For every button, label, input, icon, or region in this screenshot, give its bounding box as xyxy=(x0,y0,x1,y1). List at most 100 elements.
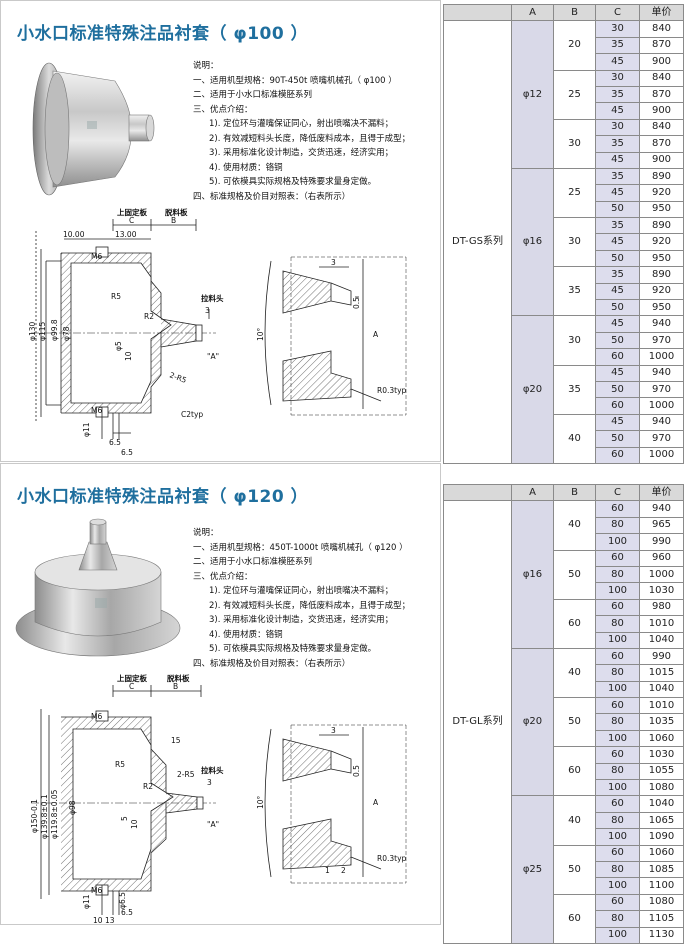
svg-text:1: 1 xyxy=(325,866,330,875)
svg-text:0.5: 0.5 xyxy=(352,765,361,777)
cell-c: 60 xyxy=(595,446,640,464)
svg-text:脱料板: 脱料板 xyxy=(165,207,188,217)
cell-b: 40 xyxy=(553,647,596,699)
cell-c: 80 xyxy=(595,615,640,633)
cell-price: 1080 xyxy=(639,893,684,912)
cell-price: 1010 xyxy=(639,615,684,633)
cell-b: 30 xyxy=(553,217,596,268)
svg-text:R0.3typ: R0.3typ xyxy=(377,854,407,863)
cell-c: 60 xyxy=(595,844,640,862)
cell-price: 890 xyxy=(639,217,684,235)
cell-c: 30 xyxy=(595,69,640,87)
svg-text:φ11: φ11 xyxy=(82,422,91,437)
cell-price: 980 xyxy=(639,598,684,617)
cell-c: 60 xyxy=(595,647,640,666)
cell-a: φ12 xyxy=(511,20,554,169)
svg-text:M6: M6 xyxy=(91,886,102,895)
svg-text:6.5: 6.5 xyxy=(109,438,121,447)
cell-price: 890 xyxy=(639,266,684,284)
cell-b: 35 xyxy=(553,364,596,415)
cell-price: 890 xyxy=(639,167,684,186)
cell-c: 45 xyxy=(595,233,640,251)
cell-price: 990 xyxy=(639,647,684,666)
cell-c: 50 xyxy=(595,331,640,350)
series-name: DT-GS系列 xyxy=(443,20,512,464)
description: 说明： 一、适用机型规格：90T-450t 喷嘴机械孔（ φ100 ） 二、适用… xyxy=(193,61,411,202)
cell-price: 900 xyxy=(639,53,684,71)
cell-c: 45 xyxy=(595,184,640,202)
cell-c: 100 xyxy=(595,729,640,748)
cell-b: 40 xyxy=(553,500,596,551)
svg-text:拉料头: 拉料头 xyxy=(201,293,224,303)
cell-c: 30 xyxy=(595,20,640,38)
svg-text:φ6.5: φ6.5 xyxy=(118,892,127,909)
cell-a: φ20 xyxy=(511,315,554,464)
cell-price: 1035 xyxy=(639,713,684,731)
cell-c: 60 xyxy=(595,697,640,715)
cell-price: 1030 xyxy=(639,582,684,600)
bushing-photo xyxy=(15,518,181,657)
cell-c: 35 xyxy=(595,36,640,55)
svg-text:C: C xyxy=(129,682,134,691)
cell-price: 920 xyxy=(639,282,684,301)
cell-b: 40 xyxy=(553,795,596,846)
cell-b: 60 xyxy=(553,598,596,649)
table-header xyxy=(443,483,512,502)
cell-price: 870 xyxy=(639,135,684,153)
cell-a: φ25 xyxy=(511,795,554,944)
svg-text:R5: R5 xyxy=(115,760,125,769)
cell-price: 1000 xyxy=(639,348,684,366)
cell-c: 80 xyxy=(595,860,640,879)
cell-price: 920 xyxy=(639,184,684,202)
cell-c: 35 xyxy=(595,85,640,104)
cell-c: 45 xyxy=(595,315,640,333)
svg-text:φ150-0.1: φ150-0.1 xyxy=(30,799,39,833)
cell-c: 45 xyxy=(595,364,640,382)
svg-text:φ11: φ11 xyxy=(82,894,91,909)
cell-c: 100 xyxy=(595,680,640,699)
cell-c: 50 xyxy=(595,249,640,268)
svg-text:上固定板: 上固定板 xyxy=(117,673,147,683)
cell-price: 1040 xyxy=(639,680,684,699)
cell-price: 1015 xyxy=(639,664,684,682)
cell-price: 1030 xyxy=(639,746,684,764)
cell-price: 840 xyxy=(639,69,684,87)
cell-c: 80 xyxy=(595,565,640,584)
svg-text:10°: 10° xyxy=(256,795,265,809)
cell-c: 60 xyxy=(595,893,640,912)
cell-price: 1040 xyxy=(639,631,684,649)
cell-c: 60 xyxy=(595,746,640,764)
cell-c: 50 xyxy=(595,299,640,317)
svg-text:6.5: 6.5 xyxy=(121,448,133,456)
table-header xyxy=(443,3,512,22)
description: 说明： 一、适用机型规格：450T-1000t 喷嘴机械孔（ φ120 ） 二、… xyxy=(193,528,411,669)
cell-c: 60 xyxy=(595,795,640,813)
svg-text:2: 2 xyxy=(341,866,346,875)
cell-c: 35 xyxy=(595,217,640,235)
cell-c: 80 xyxy=(595,910,640,928)
cell-price: 1080 xyxy=(639,779,684,797)
cell-price: 1060 xyxy=(639,844,684,862)
section-title: 小水口标准特殊注品衬套（ φ120 ） xyxy=(17,487,309,507)
table-header: C xyxy=(595,3,640,22)
cell-a: φ16 xyxy=(511,167,554,317)
svg-text:R0.3typ: R0.3typ xyxy=(377,386,407,395)
cell-c: 80 xyxy=(595,516,640,535)
cell-price: 900 xyxy=(639,102,684,120)
